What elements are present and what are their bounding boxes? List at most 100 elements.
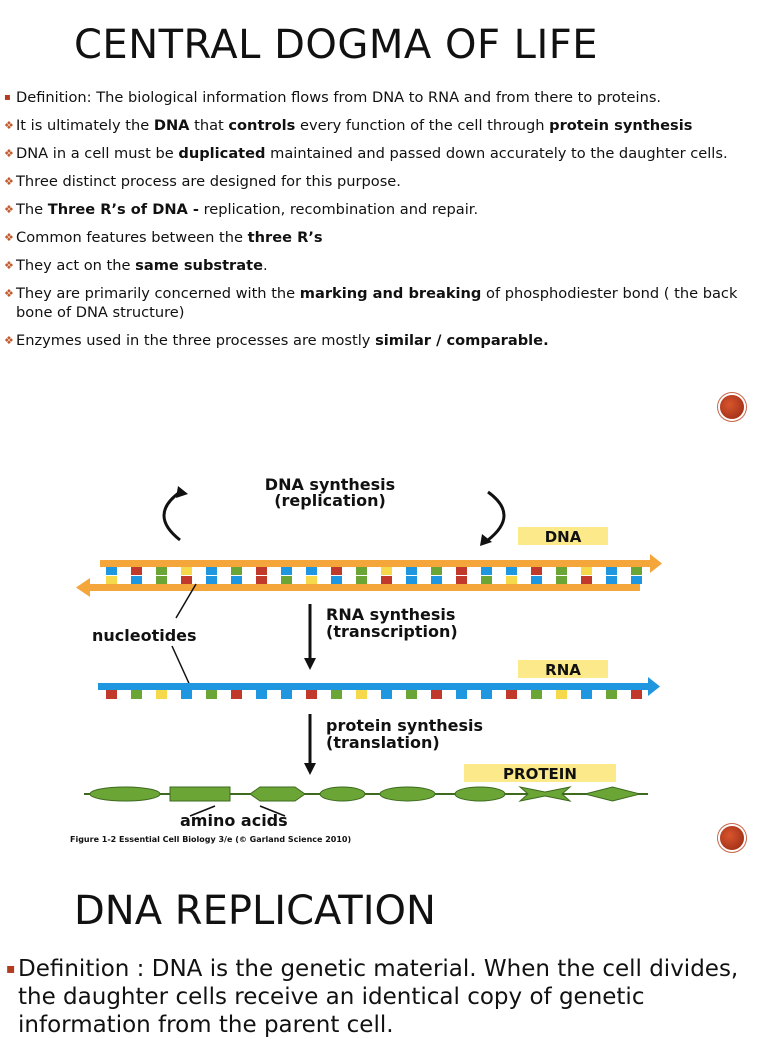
bullet-item: ❖The Three R’s of DNA - replication, rec… bbox=[4, 200, 739, 219]
bullet-emphasis: DNA bbox=[153, 117, 190, 134]
bullet-list: ▪Definition: The biological information … bbox=[4, 88, 739, 359]
central-dogma-figure: DNA synthesis (replication) DNA RNA synt… bbox=[60, 470, 680, 850]
bullet-emphasis: three R’s bbox=[247, 229, 323, 246]
amino-acid bbox=[169, 786, 231, 802]
dna-base-bottom bbox=[306, 576, 317, 584]
definition-text: Definition : DNA is the genetic material… bbox=[18, 956, 739, 1038]
rna-base bbox=[231, 690, 242, 699]
dna-base-bottom bbox=[381, 576, 392, 584]
amino-acid bbox=[249, 786, 306, 802]
dna-base-bottom bbox=[206, 576, 217, 584]
dna-base-top bbox=[131, 567, 142, 575]
nucleotides-pointer-2 bbox=[171, 645, 193, 691]
dna-base-bottom bbox=[281, 576, 292, 584]
nucleotides-pointer-1 bbox=[175, 583, 197, 619]
dna-top-backbone bbox=[100, 560, 652, 567]
rna-arrowhead bbox=[648, 677, 660, 696]
dna-base-top bbox=[181, 567, 192, 575]
bullet-text: of phosphodiester bond ( the back bone o… bbox=[16, 285, 738, 321]
section-title: DNA REPLICATION bbox=[74, 888, 436, 934]
bullet-text: that bbox=[189, 117, 229, 134]
dna-base-bottom bbox=[181, 576, 192, 584]
bullet-text: DNA in a cell must be bbox=[16, 145, 179, 162]
dna-base-top bbox=[581, 567, 592, 575]
dna-base-bottom bbox=[156, 576, 167, 584]
bullet-emphasis: protein synthesis bbox=[549, 117, 693, 134]
curved-arrow-right bbox=[487, 490, 506, 542]
rna-synthesis-sub-label: (transcription) bbox=[326, 622, 458, 641]
diamond-bullet-icon: ❖ bbox=[4, 175, 14, 188]
bullet-item: ❖ DNA in a cell must be duplicated maint… bbox=[4, 144, 739, 163]
slide-badge-icon bbox=[720, 395, 744, 419]
bullet-text: The bbox=[16, 201, 48, 218]
rna-tag-bg bbox=[518, 660, 608, 678]
rna-base bbox=[481, 690, 492, 699]
dna-base-bottom bbox=[531, 576, 542, 584]
bullet-text: maintained and passed down accurately to… bbox=[265, 145, 728, 162]
central-dogma-diagram: DNA synthesis (replication) DNA RNA synt… bbox=[70, 475, 662, 844]
bullet-item: ❖It is ultimately the DNA that controls … bbox=[4, 116, 739, 135]
protein-synthesis-label: protein synthesis bbox=[326, 716, 483, 735]
rna-base bbox=[206, 690, 217, 699]
dna-base-top bbox=[606, 567, 617, 575]
rna-base bbox=[281, 690, 292, 699]
curved-arrow-left-head bbox=[176, 486, 188, 498]
dna-base-bottom bbox=[231, 576, 242, 584]
dna-base-top bbox=[556, 567, 567, 575]
bullet-emphasis: controls bbox=[228, 117, 296, 134]
bullet-item: ❖They are primarily concerned with the m… bbox=[4, 284, 739, 322]
bullet-item: ❖Common features between the three R’s bbox=[4, 228, 739, 247]
bullet-text: They act on the bbox=[16, 257, 136, 274]
protein-tag-bg bbox=[464, 764, 616, 782]
bullet-emphasis: marking and breaking bbox=[299, 285, 482, 302]
dna-base-bottom bbox=[106, 576, 117, 584]
rna-base bbox=[256, 690, 267, 699]
dna-base-top bbox=[306, 567, 317, 575]
nucleotides-label: nucleotides bbox=[92, 626, 197, 645]
dna-top-arrowhead bbox=[650, 554, 662, 573]
dna-base-top bbox=[356, 567, 367, 575]
dna-base-bottom bbox=[431, 576, 442, 584]
rna-base bbox=[506, 690, 517, 699]
dna-bottom-arrowhead bbox=[76, 578, 90, 597]
bullet-text: It is ultimately the bbox=[16, 117, 154, 134]
diamond-bullet-icon: ❖ bbox=[4, 119, 14, 132]
bullet-text: They are primarily concerned with the bbox=[16, 285, 300, 302]
diamond-bullet-icon: ❖ bbox=[4, 287, 14, 300]
diamond-bullet-icon: ❖ bbox=[4, 231, 14, 244]
rna-base bbox=[156, 690, 167, 699]
amino-acid bbox=[89, 786, 161, 802]
rna-backbone bbox=[98, 683, 650, 690]
dna-base-top bbox=[156, 567, 167, 575]
translation-arrowhead bbox=[304, 763, 316, 775]
dna-base-bottom bbox=[256, 576, 267, 584]
dna-base-bottom bbox=[631, 576, 642, 584]
dna-base-top bbox=[406, 567, 417, 575]
dna-base-bottom bbox=[506, 576, 517, 584]
diamond-bullet-icon: ❖ bbox=[4, 259, 14, 272]
dna-synthesis-sub-label: (replication) bbox=[274, 491, 386, 510]
amino-acid-pointer-2 bbox=[259, 805, 286, 817]
bullet-text: Three distinct process are designed for … bbox=[16, 173, 401, 190]
dna-bottom-backbone bbox=[88, 584, 640, 591]
curved-arrow-left bbox=[162, 490, 181, 542]
dna-base-bottom bbox=[556, 576, 567, 584]
rna-base bbox=[431, 690, 442, 699]
diamond-bullet-icon: ❖ bbox=[4, 203, 14, 216]
dna-tag-bg bbox=[518, 527, 608, 545]
protein-synthesis-sub-label: (translation) bbox=[326, 733, 440, 752]
dna-base-top bbox=[256, 567, 267, 575]
rna-base bbox=[181, 690, 192, 699]
dna-base-top bbox=[206, 567, 217, 575]
dna-base-top bbox=[481, 567, 492, 575]
bullet-text: Definition: The biological information f… bbox=[16, 89, 662, 106]
bullet-emphasis: same substrate bbox=[135, 257, 263, 274]
dna-base-top bbox=[281, 567, 292, 575]
bullet-item: ❖Enzymes used in the three processes are… bbox=[4, 331, 739, 350]
dna-synthesis-label: DNA synthesis bbox=[265, 475, 395, 494]
rna-base bbox=[131, 690, 142, 699]
bullet-text: Common features between the bbox=[16, 229, 248, 246]
rna-synthesis-label: RNA synthesis bbox=[326, 605, 455, 624]
bullet-item: ▪Definition: The biological information … bbox=[4, 88, 739, 107]
slide-title: CENTRAL DOGMA OF LIFE bbox=[74, 22, 599, 68]
